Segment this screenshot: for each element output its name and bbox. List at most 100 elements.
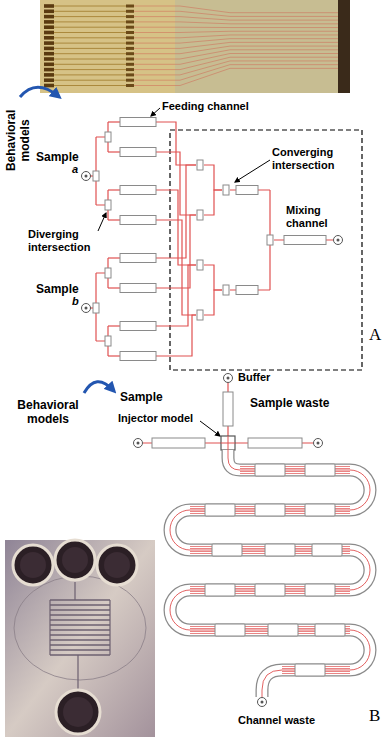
injector-lines [221, 436, 235, 450]
channel-model [120, 284, 156, 293]
channel-line [156, 122, 196, 165]
port-symbol [82, 172, 91, 181]
channel-model [284, 236, 326, 245]
port-symbol [314, 439, 323, 448]
port-label: Buffer [238, 371, 270, 384]
electrode-trace [54, 27, 126, 28]
electrode-trace [54, 48, 126, 49]
photo-channel-line [134, 68, 338, 85]
photo-channel-line [134, 50, 338, 59]
leader-arrow [151, 108, 160, 116]
electrode-pad [126, 84, 134, 87]
electrode-trace [54, 37, 126, 38]
electrode-pad [126, 58, 134, 61]
electrode-trace [54, 6, 126, 7]
electrode-pad [44, 52, 54, 56]
channel-model [223, 392, 233, 426]
port-label: Channel waste [238, 714, 315, 727]
electrode-pad [44, 15, 54, 19]
photo-serpentine [50, 599, 110, 600]
channel-line [156, 190, 196, 265]
port-label: Sample [120, 390, 163, 404]
intersection-model [105, 132, 111, 142]
photo-serpentine [50, 624, 110, 625]
reservoir-well [13, 545, 53, 585]
electrode-pad [44, 20, 54, 24]
intersection-model [267, 235, 273, 245]
intersection-model [105, 336, 111, 346]
intersection-model [197, 310, 203, 320]
electrode-pad [44, 73, 54, 77]
channel-model [236, 186, 258, 195]
port-symbol [82, 304, 91, 313]
channel-model [248, 438, 302, 448]
electrode-pad [44, 57, 54, 61]
port-dot [227, 377, 230, 380]
channel-model [120, 148, 156, 157]
photo-serpentine [50, 619, 110, 620]
channel-model [295, 664, 325, 676]
photo-edge-strip [338, 0, 350, 93]
electrode-trace [54, 21, 126, 22]
electrode-trace [54, 16, 126, 17]
channel-line [156, 215, 196, 288]
reservoir-well [55, 540, 95, 580]
leader-arrow [200, 421, 220, 436]
channel-line [108, 121, 120, 122]
electrode-pad [126, 68, 134, 71]
port-label: Sample [36, 150, 79, 164]
electrode-pad [126, 10, 134, 13]
electrode-pad [44, 41, 54, 45]
electrode-pad [44, 36, 54, 40]
channel-model [236, 286, 258, 295]
channel-model [265, 544, 295, 556]
channel-model [305, 464, 335, 476]
electrode-pad [44, 4, 54, 8]
leader-arrow [235, 160, 270, 182]
photo-channel-line [134, 6, 338, 13]
photo-channel-line [134, 31, 338, 32]
channel-model [120, 322, 156, 331]
photo-serpentine [50, 649, 110, 650]
port-dot [85, 307, 88, 310]
electrode-pad [126, 42, 134, 45]
photo-channel-line [134, 35, 338, 38]
schematic-a [20, 87, 362, 370]
channel-line [108, 287, 120, 288]
callout-label: Mixing channel [286, 204, 348, 230]
port-dot [317, 442, 320, 445]
channel-model [268, 624, 298, 636]
photo-channel-line [134, 42, 338, 48]
reservoir-inner [20, 552, 46, 578]
channel-line [230, 190, 270, 290]
panel-letter: B [369, 706, 380, 726]
photo-channel [50, 582, 110, 690]
channel-model [152, 438, 205, 448]
intersection-model [197, 160, 203, 170]
reservoir-well [56, 690, 100, 734]
photo-channel-line [134, 22, 338, 24]
electrode-trace [54, 80, 126, 81]
electrode-pad [126, 5, 134, 8]
port-dot [261, 701, 264, 704]
device-photo [5, 540, 155, 737]
electrode-pad [44, 63, 54, 67]
photo-channel-line [134, 54, 338, 65]
port-dot [337, 239, 340, 242]
reservoir-well [97, 545, 137, 585]
channel-model [255, 584, 285, 596]
electrode-trace [54, 85, 126, 86]
electrode-pad [126, 20, 134, 23]
intersection-model [197, 210, 203, 220]
reservoir-inner [63, 697, 93, 727]
electrode-pad [44, 10, 54, 14]
intersection-model [105, 268, 111, 278]
channel-model [205, 504, 235, 516]
photo-serpentine [50, 634, 110, 635]
channel-model [120, 254, 156, 263]
serpentine-wall [170, 450, 370, 697]
photo-ground [40, 0, 350, 93]
electrode-trace [54, 53, 126, 54]
photo-serpentine [50, 639, 110, 640]
photo-serpentine [50, 629, 110, 630]
